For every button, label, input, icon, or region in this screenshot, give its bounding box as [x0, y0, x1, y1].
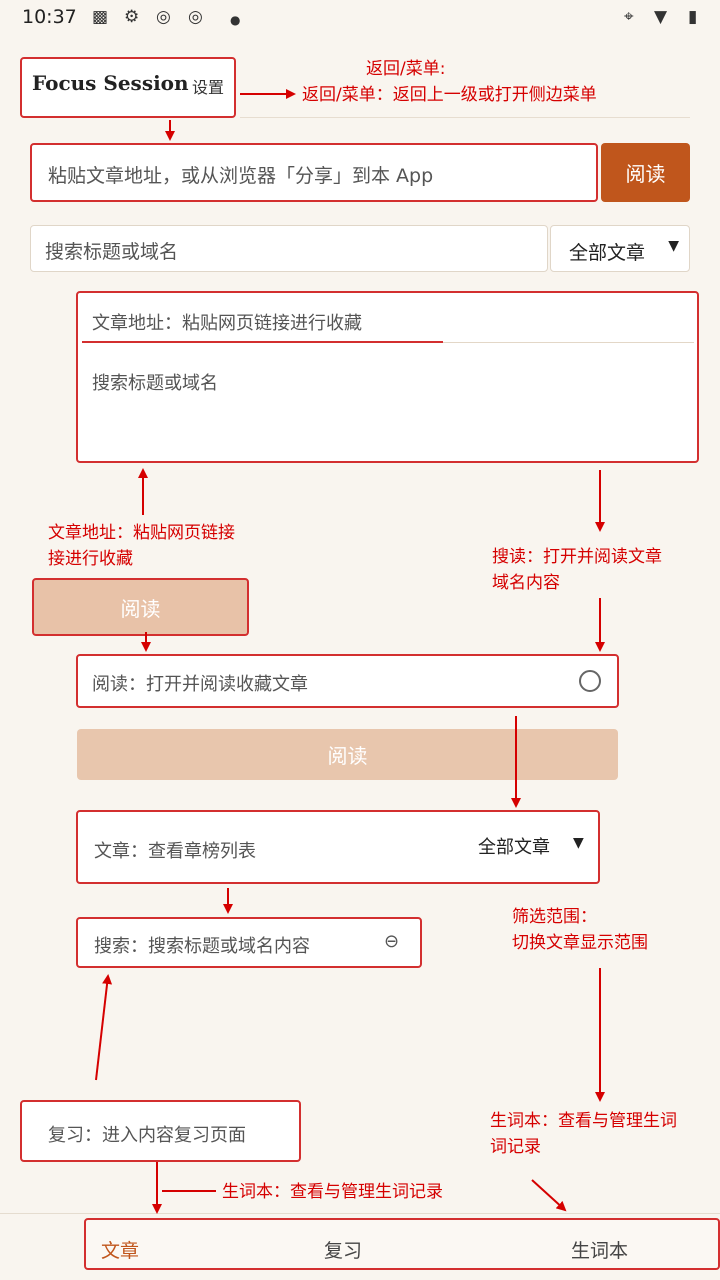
location-icon: ⌖ [624, 7, 634, 27]
annotation-url-line2: 接进行收藏 [48, 549, 133, 569]
chevron-down-icon-2: ▼ [573, 835, 584, 851]
annotation-vocab-line2: 词记录 [490, 1137, 541, 1157]
app-title-box[interactable]: Focus Session 设置 [20, 57, 236, 118]
more-dot-icon: ● [230, 13, 241, 27]
search-row[interactable]: 搜索：搜索标题或域名内容 ⊖ [76, 917, 422, 968]
search-row-label: 搜索：搜索标题或域名内容 [94, 936, 310, 957]
bottom-nav [84, 1218, 720, 1270]
read-row[interactable]: 阅读：打开并阅读收藏文章 [76, 654, 619, 708]
article-filter-value[interactable]: 全部文章 [478, 837, 550, 858]
annotation-vocab-line1: 生词本：查看与管理生词 [490, 1111, 677, 1131]
nav-item-review[interactable]: 复习 [324, 1240, 363, 1262]
collect-card: 文章地址：粘贴网页链接进行收藏 搜索标题或域名 [76, 291, 699, 463]
arrow-vocab-diag [531, 1179, 567, 1212]
filter-select-value: 全部文章 [569, 242, 646, 264]
status-time: 10:37 [22, 6, 77, 28]
app-title: Focus Session [32, 71, 189, 95]
chevron-down-icon: ▼ [668, 238, 679, 254]
annotation-menu-desc: 返回/菜单：返回上一级或打开侧边菜单 [302, 85, 597, 105]
read-row-label: 阅读：打开并阅读收藏文章 [92, 674, 308, 695]
read-button-large[interactable]: 阅读 [77, 729, 618, 780]
article-row[interactable]: 文章：查看章榜列表 全部文章 ▼ [76, 810, 600, 884]
gear-icon: ⚙ [124, 7, 140, 27]
annotation-menu-title: 返回/菜单: [366, 59, 446, 79]
annotation-url-line1: 文章地址：粘贴网页链接 [48, 523, 235, 543]
status-bar: 10:37 ▩ ⚙ ◎ ◎ ● ⌖ ▼ ▮ [0, 0, 720, 36]
header-divider [240, 117, 690, 118]
filter-select[interactable]: 全部文章 ▼ [550, 225, 690, 272]
battery-icon: ▮ [688, 7, 698, 27]
review-box[interactable]: 复习：进入内容复习页面 [20, 1100, 301, 1162]
annotation-vocab-bottom: 生词本：查看与管理生词记录 [222, 1182, 443, 1202]
annotation-filter-line2: 切换文章显示范围 [512, 933, 648, 953]
review-box-label: 复习：进入内容复习页面 [48, 1125, 246, 1146]
settings-label[interactable]: 设置 [192, 78, 225, 97]
url-input-placeholder: 粘贴文章地址，或从浏览器「分享」到本 App [48, 165, 434, 187]
search-input[interactable]: 搜索标题或域名 [30, 225, 548, 272]
annotation-search-line1: 搜读：打开并阅读文章 [492, 547, 662, 567]
aperture-icon-2: ◎ [188, 7, 203, 27]
read-button[interactable]: 阅读 [601, 143, 690, 202]
search-input-placeholder: 搜索标题或域名 [45, 241, 179, 263]
bottom-nav-divider [0, 1213, 720, 1214]
read-button-small[interactable]: 阅读 [32, 578, 249, 636]
radio-icon[interactable] [579, 670, 601, 692]
nav-item-articles[interactable]: 文章 [101, 1240, 140, 1262]
aperture-icon: ◎ [156, 7, 171, 27]
annotation-filter-line1: 筛选范围： [512, 907, 597, 927]
card-search-field[interactable]: 搜索标题或域名 [92, 373, 218, 394]
image-icon: ▩ [92, 7, 109, 27]
filter-icon[interactable]: ⊖ [384, 931, 400, 952]
card-divider-accent [82, 341, 443, 343]
card-url-field[interactable]: 文章地址：粘贴网页链接进行收藏 [92, 313, 362, 334]
nav-item-vocab[interactable]: 生词本 [571, 1240, 629, 1262]
article-row-label: 文章：查看章榜列表 [94, 841, 256, 862]
annotation-search-line2: 域名内容 [492, 573, 560, 593]
url-input[interactable]: 粘贴文章地址，或从浏览器「分享」到本 App [30, 143, 598, 202]
arrow-search-up [95, 974, 113, 1081]
wifi-icon: ▼ [654, 7, 668, 27]
